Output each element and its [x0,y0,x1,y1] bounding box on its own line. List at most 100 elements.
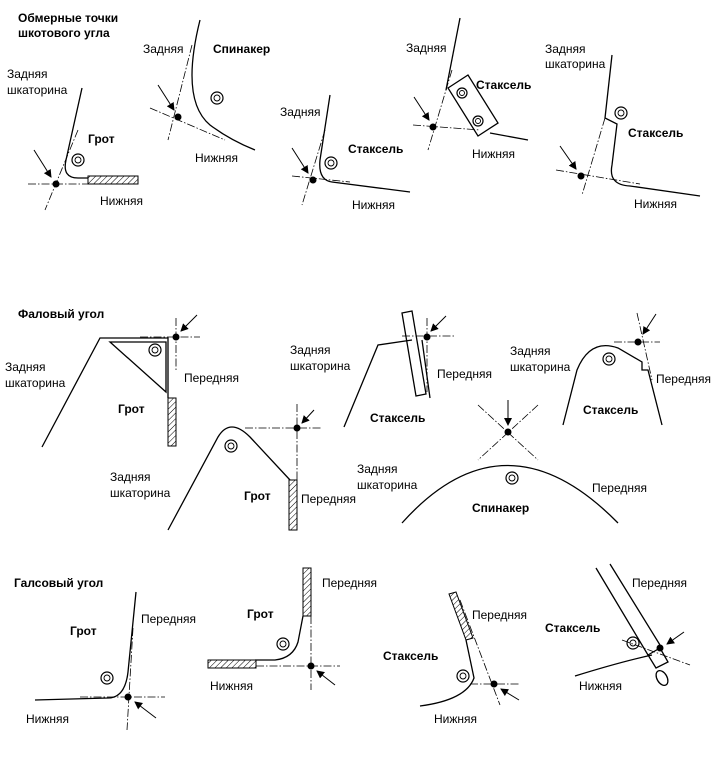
head-jib-2-label-leech2: шкаторина [510,360,571,374]
head-spinnaker-label-leech2: шкаторина [357,478,418,492]
tack-mainsail-2-label-sail: Грот [247,607,274,621]
clew-jib-2-board [447,74,499,137]
clew-jib-2-arrow [413,96,430,121]
head-jib-2-label-sail: Стаксель [583,403,638,417]
head-mainsail-1-headboard [108,341,167,394]
head-jib-2-label-luff: Передняя [656,372,711,386]
head-jib-1-label-leech1: Задняя [290,343,331,357]
head-jib-1: Задняя шкаторина Стаксель Передняя [290,310,492,428]
head-mainsail-2-cringle [224,439,238,453]
clew-mainsail-label-leech2: шкаторина [7,83,68,97]
head-mainsail-1: Задняя шкаторина Грот Передняя [5,314,239,448]
tack-jib-1-label-sail: Стаксель [383,649,438,663]
clew-spinnaker-label-sail: Спинакер [213,42,270,56]
clew-spinnaker: Задняя Спинакер Нижняя [143,19,270,165]
clew-jib-1-label-sail: Стаксель [348,142,403,156]
tack-mainsail-2-label-luff: Передняя [322,576,377,590]
section-title-clew-line2: шкотового угла [18,26,110,40]
clew-jib-2-label-sail: Стаксель [476,78,531,92]
tack-mainsail-1-point [124,693,132,701]
clew-mainsail-arrow [33,149,52,178]
clew-spinnaker-arrow [157,84,175,111]
tack-mainsail-1-outline [34,591,137,701]
section-title-head: Фаловый угол [18,307,104,321]
tack-mainsail-2-boom [207,659,257,669]
clew-jib-1: Задняя Стаксель Нижняя [280,94,411,212]
clew-jib-2-cringle-lower [472,115,484,127]
tack-jib-2-label-luff: Передняя [632,576,687,590]
head-mainsail-1-mast [167,397,177,447]
tack-mainsail-2-cringle [276,637,290,651]
tack-mainsail-2-label-foot: Нижняя [210,679,253,693]
head-spinnaker-label-luff: Передняя [592,481,647,495]
tack-jib-1-cringle [456,669,470,683]
tack-jib-1-label-foot: Нижняя [434,712,477,726]
tack-jib-2-label-foot: Нижняя [579,679,622,693]
head-mainsail-2-label-sail: Грот [244,489,271,503]
clew-jib-3: Задняя шкаторина Стаксель Нижняя [545,42,701,211]
tack-jib-2: Стаксель Передняя Нижняя [545,563,691,693]
head-jib-1-luff [421,339,431,399]
head-mainsail-1-label-leech2: шкаторина [5,376,66,390]
clew-jib-3-point [577,172,585,180]
head-mainsail-2-point [293,424,301,432]
clew-jib-2-label-foot: Нижняя [472,147,515,161]
tack-jib-2-arrow [666,631,685,645]
tack-jib-2-label-sail: Стаксель [545,621,600,635]
head-spinnaker-outline [401,465,619,524]
head-mainsail-2-arrow [301,409,315,424]
head-jib-2-cringle [602,352,616,366]
clew-mainsail: Задняя шкаторина Грот Нижняя [7,67,143,211]
clew-jib-3-label-foot: Нижняя [634,197,677,211]
head-mainsail-1-outline [41,337,169,448]
clew-jib-3-label-leech2: шкаторина [545,57,606,71]
section-title-tack: Галсовый угол [14,576,103,590]
tack-jib-1-point [490,680,498,688]
clew-jib-2-label-leech: Задняя [406,41,447,55]
head-mainsail-2: Задняя шкаторина Грот Передняя [110,404,356,531]
tack-mainsail-2: Грот Передняя Нижняя [207,567,377,693]
section-title-clew-line1: Обмерные точки [18,11,118,25]
clew-jib-3-label-sail: Стаксель [628,126,683,140]
tack-jib-2-cringle [626,636,640,650]
head-jib-2: Задняя шкаторина Стаксель Передняя [510,312,711,426]
head-mainsail-2-label-luff: Передняя [301,492,356,506]
clew-jib-2-point [429,123,437,131]
clew-jib-1-label-leech: Задняя [280,105,321,119]
head-mainsail-2-mast [288,479,298,531]
tack-jib-2-fitting [647,647,669,669]
clew-spinnaker-point [174,113,182,121]
tack-mainsail-2-mast [302,567,312,617]
head-spinnaker: Задняя шкаторина Спинакер Передняя [357,400,647,524]
clew-spinnaker-cringle [210,91,224,105]
head-jib-1-label-sail: Стаксель [370,411,425,425]
head-jib-1-arrow [430,315,447,332]
head-jib-1-leech [343,339,413,428]
head-mainsail-1-label-leech1: Задняя [5,360,46,374]
clew-mainsail-point [52,180,60,188]
head-mainsail-2-label-leech2: шкаторина [110,486,171,500]
head-jib-2-outline [562,344,663,426]
head-mainsail-1-point [172,333,180,341]
clew-jib-1-point [309,176,317,184]
tack-mainsail-1-label-sail: Грот [70,624,97,638]
clew-jib-1-cringle [324,156,338,170]
clew-jib-3-label-leech1: Задняя [545,42,586,56]
clew-jib-3-leech [604,54,701,197]
tack-jib-2-point [656,644,664,652]
tack-mainsail-1-cringle [100,671,114,685]
tack-mainsail-1-label-luff: Передняя [141,612,196,626]
clew-mainsail-label-foot: Нижняя [100,194,143,208]
clew-jib-2: Задняя Стаксель Нижняя [406,17,531,161]
clew-jib-2-leech [445,17,461,91]
tack-mainsail-1-label-foot: Нижняя [26,712,69,726]
tack-mainsail-2-point [307,662,315,670]
tack-mainsail-2-arrow [316,670,336,686]
head-mainsail-2-label-leech1: Задняя [110,470,151,484]
clew-jib-2-cringle-upper [456,87,468,99]
head-spinnaker-label-sail: Спинакер [472,501,529,515]
tack-jib-2-shackle [655,669,669,687]
head-jib-1-point [423,333,431,341]
